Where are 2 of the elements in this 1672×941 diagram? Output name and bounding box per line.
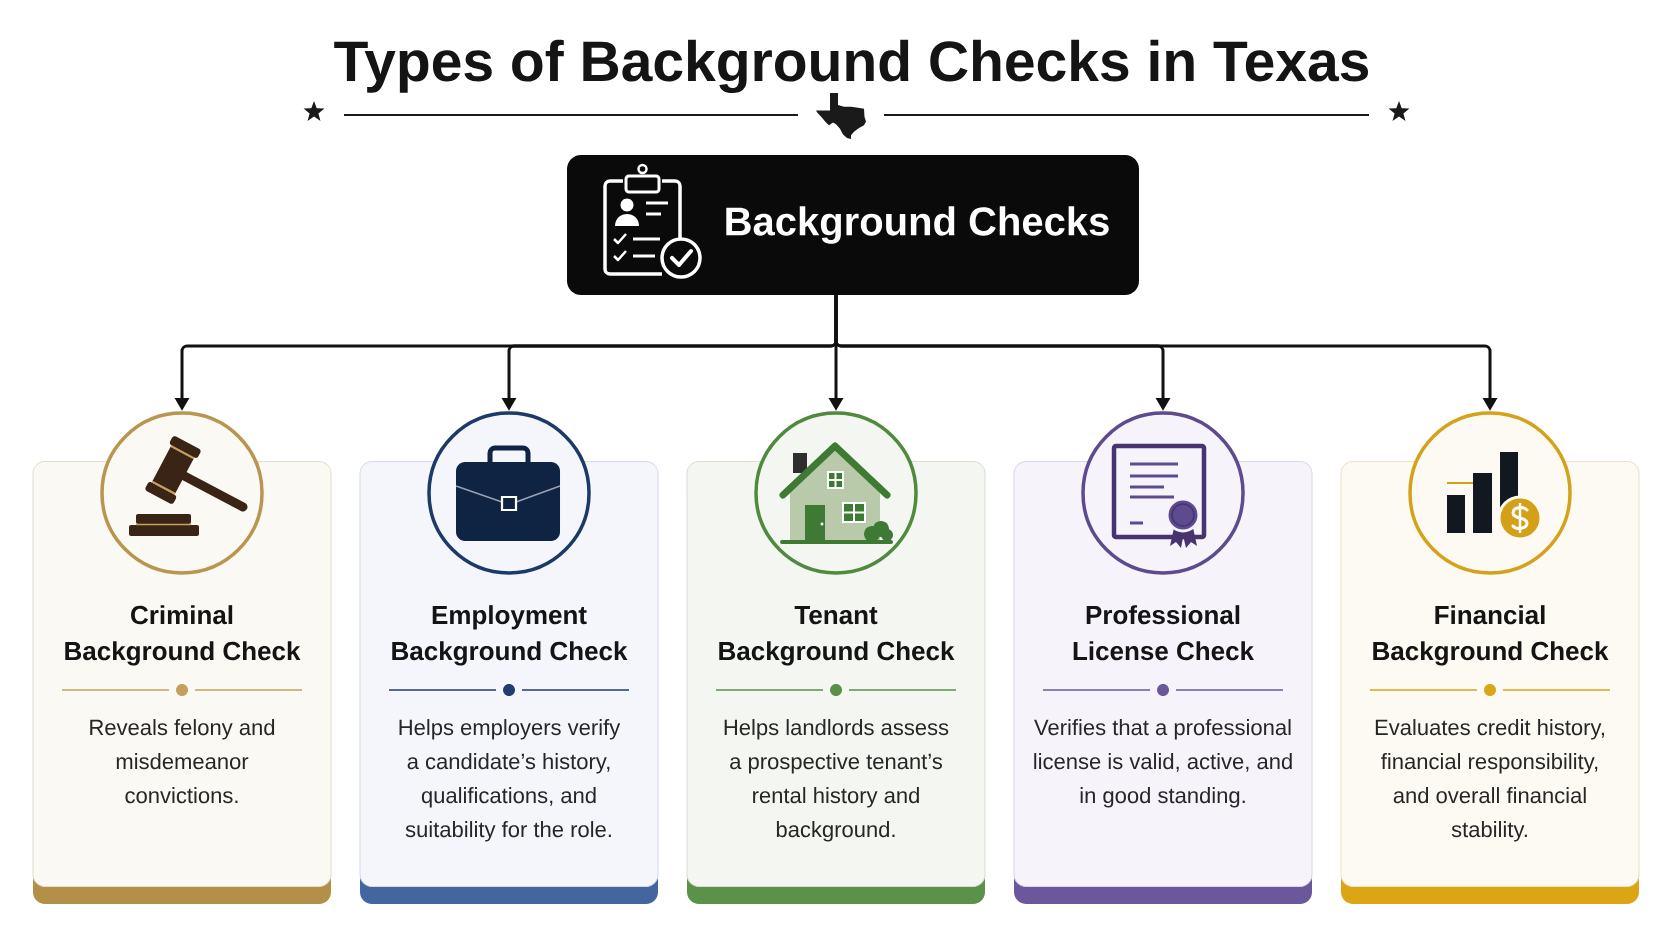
title: Types of Background Checks in Texas <box>334 39 1369 94</box>
process-box: Background Checks <box>567 155 1139 295</box>
